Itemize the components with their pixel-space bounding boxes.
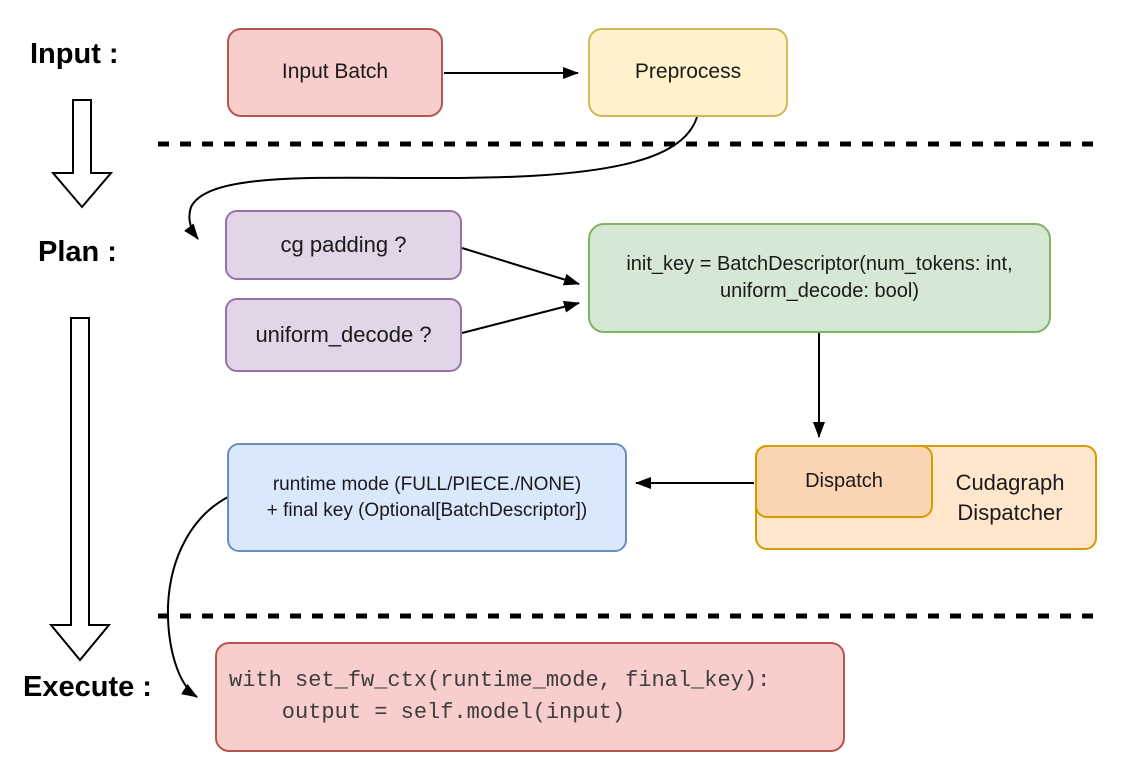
- hollow-arrow-input-to-plan: [50, 99, 114, 209]
- node-cudagraph-line2: Dispatcher: [957, 499, 1063, 525]
- execute-code-line2: output = self.model(input): [229, 700, 626, 725]
- hollow-arrow-plan-to-execute: [48, 317, 112, 662]
- execute-code-line1: with set_fw_ctx(runtime_mode, final_key)…: [229, 668, 771, 694]
- curve-preprocess-to-cgpadding: [184, 116, 698, 240]
- node-runtime-line1: runtime mode (FULL/PIECE./NONE): [272, 473, 582, 495]
- node-cg-padding: cg padding ?: [225, 210, 462, 280]
- phase-label-plan: Plan :: [38, 236, 117, 268]
- node-uniform-decode: uniform_decode ?: [225, 298, 462, 372]
- node-input-batch-label: Input Batch: [281, 60, 389, 84]
- node-runtime-line2: + final key (Optional[BatchDescriptor]): [266, 499, 588, 521]
- node-cg-padding-label: cg padding ?: [280, 232, 407, 258]
- node-init-key-line1: init_key = BatchDescriptor(num_tokens: i…: [626, 253, 1013, 275]
- node-dispatch: Dispatch: [755, 445, 933, 518]
- node-dispatch-label: Dispatch: [805, 470, 883, 492]
- arrow-uniformdecode-to-initkey: [461, 300, 580, 334]
- node-preprocess: Preprocess: [588, 28, 788, 117]
- arrow-cgpadding-to-initkey: [461, 247, 580, 286]
- node-input-batch: Input Batch: [227, 28, 443, 117]
- phase-label-execute: Execute :: [23, 671, 152, 703]
- node-uniform-decode-label: uniform_decode ?: [255, 322, 432, 348]
- node-init-key-line2: uniform_decode: bool): [719, 280, 919, 302]
- node-preprocess-label: Preprocess: [634, 60, 742, 84]
- node-execute-code: with set_fw_ctx(runtime_mode, final_key)…: [215, 642, 845, 752]
- node-cudagraph-line1: Cudagraph: [955, 469, 1065, 495]
- curve-runtime-to-execute: [166, 496, 229, 698]
- phase-label-input: Input :: [30, 38, 119, 70]
- node-runtime-mode: runtime mode (FULL/PIECE./NONE) + final …: [227, 443, 627, 552]
- node-init-key: init_key = BatchDescriptor(num_tokens: i…: [588, 223, 1051, 333]
